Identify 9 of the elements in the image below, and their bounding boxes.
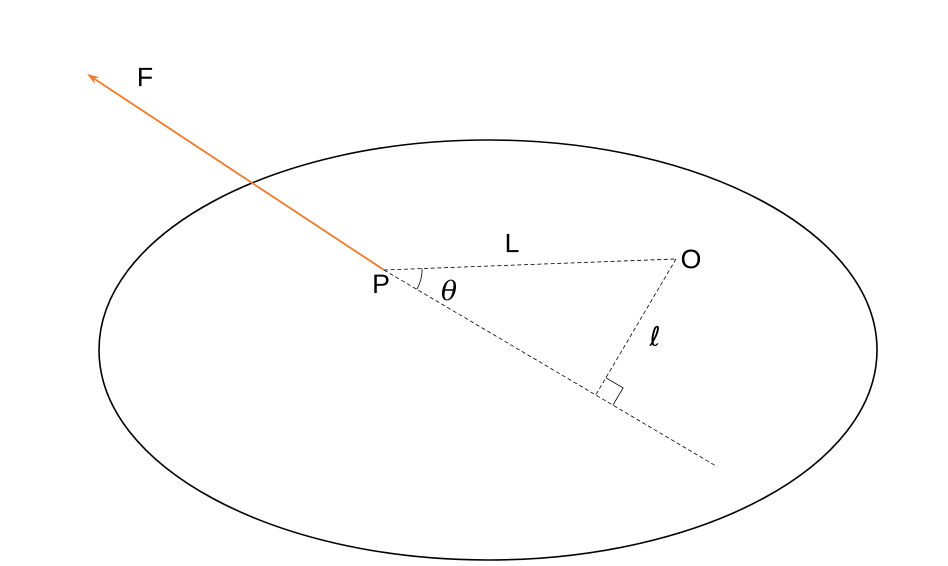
- dashed-line: [595, 258, 676, 396]
- point-label: P: [374, 274, 388, 293]
- point-label: O: [682, 250, 700, 268]
- dashed-line: [384, 270, 716, 466]
- angle-label: θ: [442, 280, 456, 300]
- dashed-line: [384, 258, 676, 270]
- edge-label: L: [506, 234, 519, 252]
- edge-label: ℓ: [649, 326, 659, 346]
- edge-label: F: [139, 68, 152, 86]
